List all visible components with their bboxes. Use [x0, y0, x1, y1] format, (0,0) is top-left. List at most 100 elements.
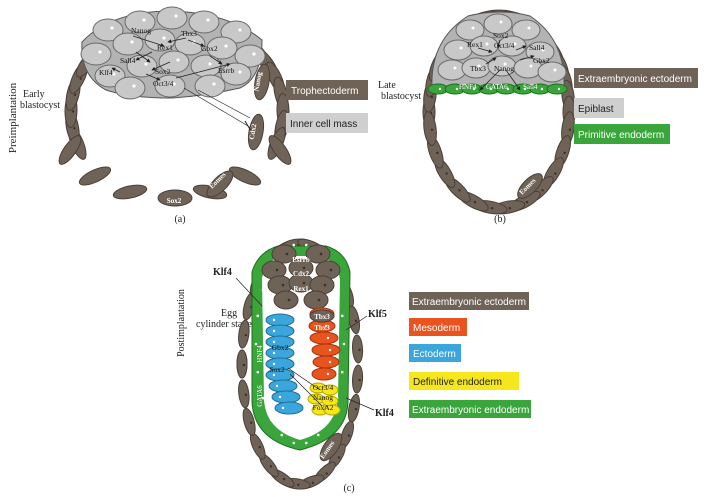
nucleus-dot	[272, 318, 276, 322]
nucleus-dot	[281, 406, 285, 410]
nucleus-dot	[278, 395, 282, 399]
te-gene-nanog: Nanog	[252, 71, 263, 92]
trophectoderm-cell-eomes	[319, 432, 343, 462]
nucleus-dot	[281, 283, 285, 287]
legend-icm-label: Inner cell mass	[290, 119, 357, 130]
parietal-trophectoderm-cell	[351, 334, 364, 364]
nucleus-dot	[358, 378, 361, 382]
cylinder-stage-label: cylinder stage	[196, 319, 252, 330]
leader-lines-c	[235, 277, 375, 411]
gene-hnf4-c: HNF4	[256, 345, 264, 363]
legend-epiblast-swatch	[574, 98, 624, 118]
epiblast-cell	[455, 19, 485, 41]
panel-b-late-blastocyst: Late blastocyst Sox2 Rex1 Oct3/4 Sall4 G…	[378, 9, 698, 225]
icm-cell	[156, 6, 188, 30]
parietal-trophectoderm-cell	[249, 432, 266, 460]
mesoderm-cell	[311, 343, 341, 357]
ectoderm-cell	[274, 401, 304, 415]
nucleus-dot	[79, 77, 82, 80]
nucleus-dot	[323, 283, 327, 287]
nucleus-dot	[342, 342, 346, 346]
preimplantation-label: Preimplantation	[7, 82, 19, 153]
icm-cell	[206, 36, 238, 60]
nucleus-dot	[541, 189, 544, 192]
gene-rex1-c: Rex1	[293, 285, 309, 293]
legend-extraembryonic-ectoderm-swatch	[574, 68, 698, 88]
trophectoderm-cell-nanog	[253, 63, 271, 101]
gene-tbx3-top-c: Tbx3	[314, 313, 330, 321]
panel-a-early-blastocyst: Preimplantation Early blastocyst Nanog	[7, 6, 368, 225]
nucleus-dot	[261, 396, 265, 400]
trophectoderm-cell-sox2	[157, 189, 193, 207]
nucleus-dot	[142, 18, 146, 22]
nucleus-dot	[453, 66, 457, 70]
nucleus-dot	[317, 298, 321, 302]
blastocyst-b-label: blastocyst	[381, 91, 421, 102]
gene-sox2-b: Sox2	[493, 31, 509, 40]
nucleus-dot	[238, 70, 242, 74]
nucleus-dot	[503, 62, 507, 66]
extraembryonic-ectoderm-cell	[273, 290, 299, 310]
mesoderm-c	[308, 307, 341, 381]
te-gene-cdx2: Cdx2	[248, 123, 259, 141]
nucleus-dot	[282, 477, 286, 481]
nucleus-dot	[258, 445, 261, 449]
nucleus-dot	[326, 336, 330, 340]
gene-sall4-pe-b: Sall4	[523, 83, 538, 91]
legend-c-mesoderm-label: Mesoderm	[413, 323, 460, 334]
nucleus-dot	[485, 42, 489, 46]
nucleus-dot	[316, 433, 320, 437]
nucleus-dot	[508, 207, 512, 210]
parietal-trophectoderm-cell	[238, 319, 250, 349]
icm-cell	[158, 50, 190, 74]
nucleus-dot	[473, 200, 477, 204]
nucleus-dot	[324, 324, 328, 328]
nucleus-dot	[256, 314, 260, 318]
parietal-trophectoderm-cell	[236, 349, 248, 379]
nucleus-dot	[302, 281, 306, 285]
gene-gbx2: Gbx2	[201, 44, 218, 53]
nucleus-dot	[275, 384, 279, 388]
icm-cell	[124, 10, 156, 34]
legend-epiblast-label: Epiblast	[578, 104, 614, 115]
extraembryonic-ectoderm-cell	[305, 244, 331, 264]
gene-nanog-b: Nanog	[494, 64, 514, 73]
nucleus-dot	[261, 288, 265, 292]
icm-cell	[194, 74, 226, 98]
nucleus-dot	[525, 200, 529, 204]
nucleus-dot	[272, 340, 276, 344]
nucleus-dot	[472, 87, 476, 91]
gene-tbx3-b: Tbx3	[470, 64, 486, 73]
nucleus-dot	[292, 441, 296, 445]
icm-cell	[190, 54, 222, 78]
nucleus-dot	[73, 93, 77, 96]
epiblast-cell	[537, 61, 567, 83]
ectoderm-c	[265, 313, 304, 415]
postimplantation-label: Postimplantation	[176, 289, 187, 357]
nucleus-dot	[304, 243, 308, 247]
nucleus-dot	[304, 441, 308, 445]
nucleus-dot	[98, 50, 102, 54]
nucleus-dot	[302, 266, 306, 270]
definitive-endoderm-cell	[321, 384, 339, 396]
nucleus-dot	[176, 58, 180, 62]
nucleus-dot	[459, 46, 463, 50]
nucleus-dot	[445, 172, 448, 175]
nucleus-dot	[490, 207, 494, 210]
nucleus-dot	[557, 87, 561, 91]
nucleus-dot	[280, 433, 284, 437]
nucleus-dot	[354, 319, 358, 323]
nucleus-dot	[272, 329, 276, 333]
trophectoderm-cell	[58, 135, 82, 165]
gene-rex1: Rex1	[157, 43, 173, 52]
nucleus-dot	[477, 64, 481, 68]
nucleus-dot	[73, 127, 76, 130]
extraembryonic-ectoderm-c	[261, 244, 341, 310]
gene-rex1-b: Rex1	[467, 40, 483, 49]
nucleus-dot	[527, 26, 531, 30]
nucleus-dot	[292, 243, 296, 247]
nucleus-dot	[347, 434, 351, 437]
nucleus-dot	[553, 68, 557, 72]
legend-a: Trophectoderm Inner cell mass	[286, 80, 368, 133]
legend-c: Extraembryonic ectoderm Mesoderm Ectoder…	[409, 292, 531, 418]
